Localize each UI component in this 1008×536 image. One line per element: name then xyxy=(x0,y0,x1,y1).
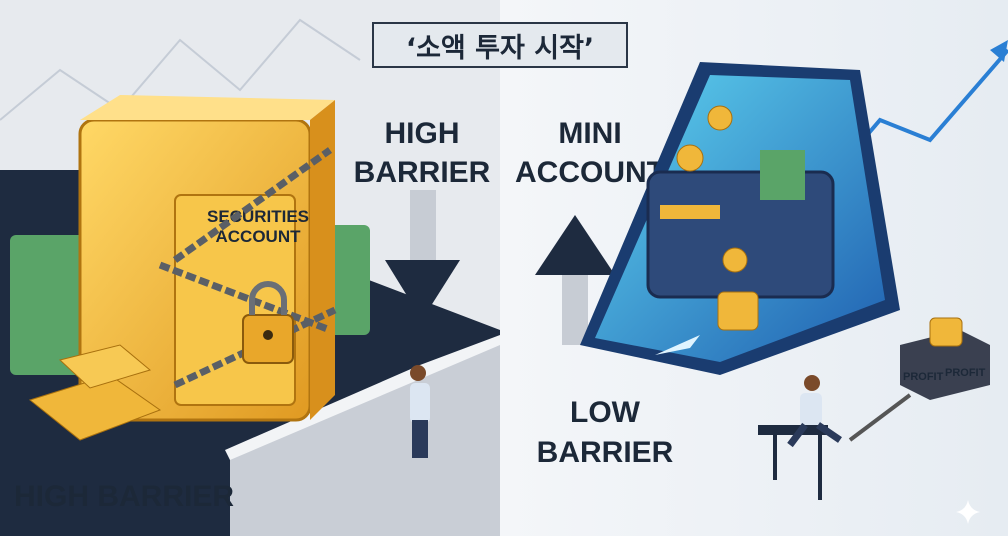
low-barrier-label-line1: LOW xyxy=(570,396,641,429)
down-arrow-icon xyxy=(385,260,460,320)
safe-top xyxy=(80,95,335,120)
wallet-icon xyxy=(646,170,835,299)
safe-label-line2: ACCOUNT xyxy=(216,227,302,246)
title-banner: ‘소액 투자 시작’ xyxy=(372,22,628,68)
ramp xyxy=(848,393,912,442)
runner-head xyxy=(804,375,820,391)
padlock-shackle xyxy=(249,281,287,315)
safe-label-line1: SECURITIES xyxy=(207,207,309,226)
mini-account-label-line1: MINI xyxy=(558,117,621,150)
low-barrier-label-line2: BARRIER xyxy=(537,436,674,469)
high-barrier-label-line1: HIGH xyxy=(385,117,460,150)
runner-legs xyxy=(787,422,842,448)
phone-arrow-icon xyxy=(655,335,700,355)
high-barrier-label-line2: BARRIER xyxy=(354,156,491,189)
wallet-card xyxy=(660,205,720,219)
profit-box xyxy=(900,330,990,400)
background-chart-line xyxy=(0,18,361,121)
coin-stack xyxy=(717,291,759,331)
down-arrow-shaft xyxy=(410,190,436,260)
coin-icon xyxy=(707,105,733,131)
climber-legs xyxy=(412,420,428,458)
cash-stack-left xyxy=(10,235,85,375)
trend-arrow-head xyxy=(990,40,1008,62)
keyhole-icon xyxy=(263,330,273,340)
up-arrow-icon xyxy=(535,215,615,275)
climber-head xyxy=(410,365,426,381)
profit-label-2: PROFIT xyxy=(945,367,986,379)
runner-body xyxy=(800,393,822,425)
gold-bar-top xyxy=(58,344,152,389)
cash-stack-right xyxy=(325,225,370,335)
hurdle xyxy=(758,425,828,435)
high-barrier-bottom-label: HIGH BARRIER xyxy=(14,480,234,513)
coin-icon xyxy=(676,144,704,172)
cliff-wall xyxy=(230,340,500,536)
safe-side xyxy=(310,100,335,420)
climber-body xyxy=(410,383,430,423)
coin-icon xyxy=(722,247,748,273)
up-arrow-shaft xyxy=(562,275,588,345)
cliff-edge xyxy=(225,335,500,460)
coin-stack-profit xyxy=(929,317,963,347)
cash-bill xyxy=(760,150,805,200)
mini-account-label-line2: ACCOUNT xyxy=(515,156,665,189)
gold-bars xyxy=(28,374,162,441)
profit-label-1: PROFIT xyxy=(903,371,944,383)
sparkle-icon xyxy=(956,500,980,524)
